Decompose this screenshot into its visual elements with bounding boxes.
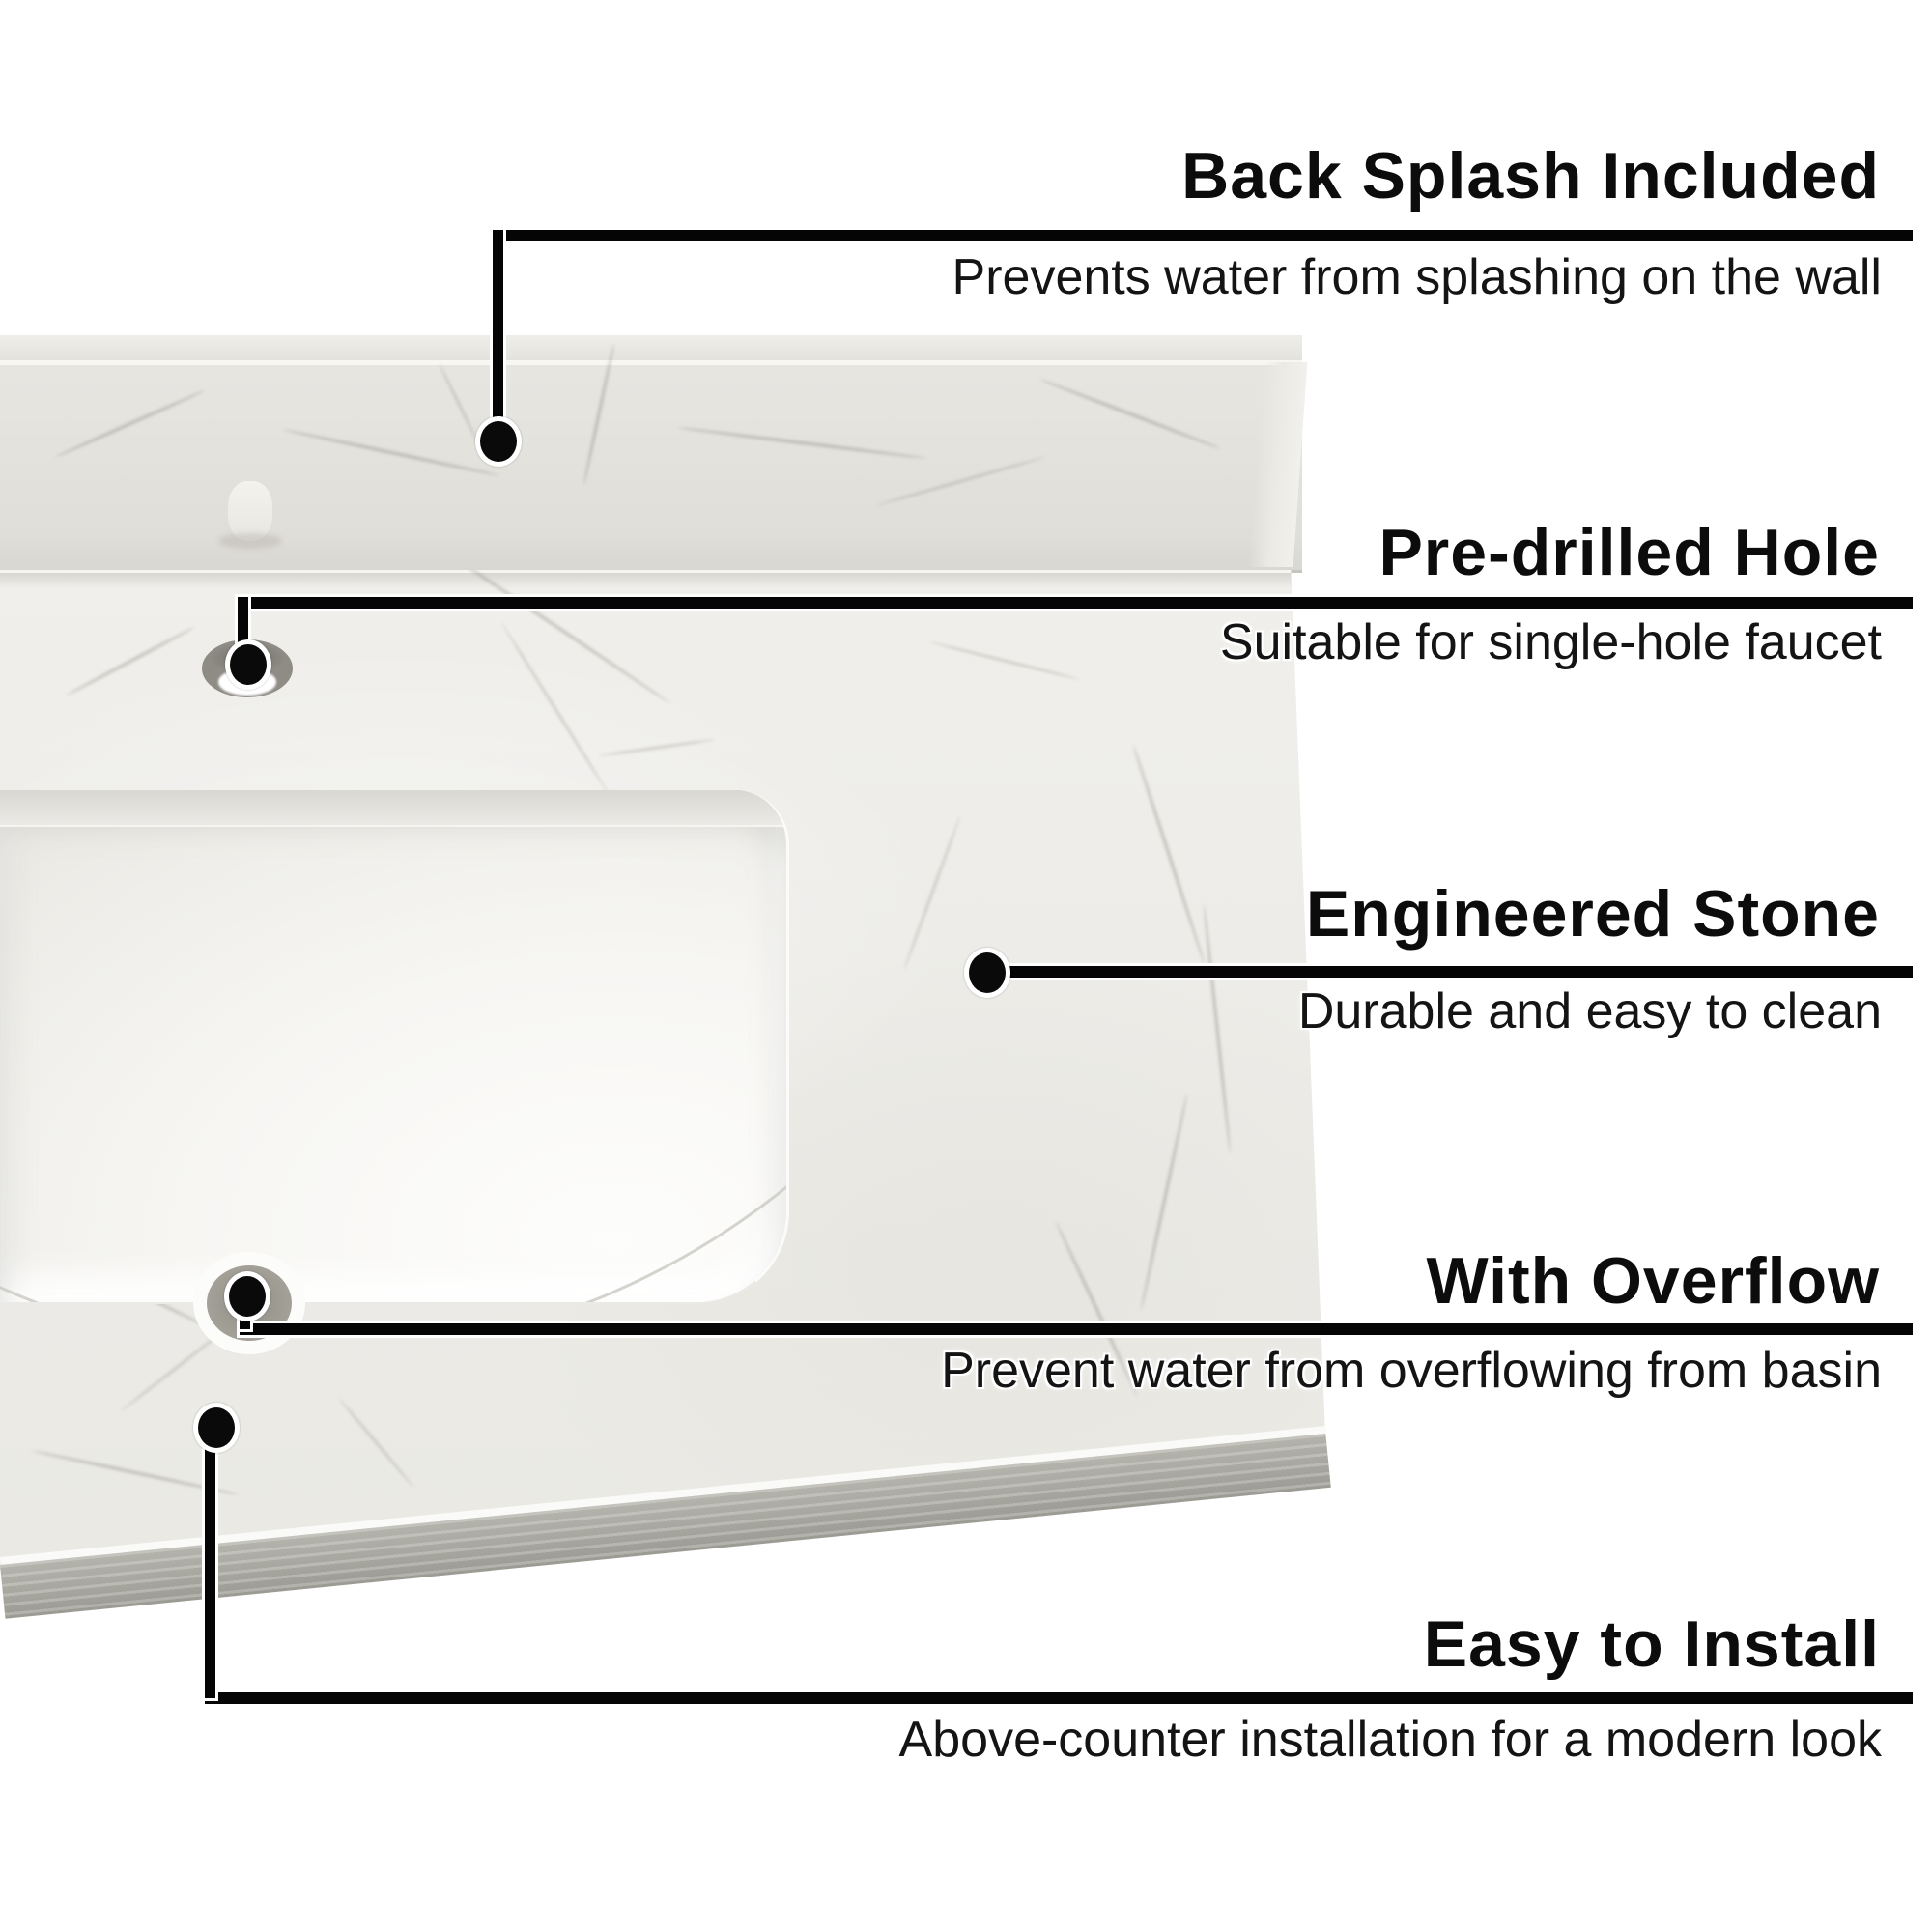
callout-dot-faucet-hole [225, 639, 271, 690]
basin-stone-bevel [0, 790, 786, 827]
callout-description: Durable and easy to clean [1297, 983, 1882, 1039]
callout-title: Engineered Stone [1305, 877, 1880, 951]
callout-dot-backsplash [475, 416, 522, 467]
callout-leader-vertical [493, 230, 503, 423]
callout-leader-vertical [205, 1445, 215, 1698]
callout-title: Pre-drilled Hole [1378, 516, 1880, 589]
backsplash-slab [0, 335, 1308, 573]
sink-basin [0, 790, 789, 1304]
callout-leader-line [205, 1692, 1913, 1704]
backsplash-end-cap [1248, 362, 1308, 567]
backsplash-edge-highlight [0, 360, 1302, 365]
callout-leader-vertical [238, 597, 248, 647]
callout-description: Above-counter installation for a modern … [898, 1712, 1882, 1768]
callout-description: Prevent water from overflowing from basi… [941, 1343, 1882, 1399]
backsplash-top-surface [0, 335, 1302, 360]
callout-title: Easy to Install [1423, 1607, 1880, 1681]
callout-leader-line [240, 1323, 1913, 1335]
callout-leader-line [493, 230, 1913, 242]
callout-description: Suitable for single-hole faucet [1219, 614, 1882, 670]
faucet-supply-plug [228, 481, 272, 541]
callout-dot-stone [964, 948, 1010, 998]
callout-leader-line [985, 966, 1913, 978]
callout-dot-install [193, 1403, 240, 1453]
faucet-plug-shadow [218, 533, 282, 549]
callout-title: With Overflow [1426, 1244, 1880, 1318]
callout-description: Prevents water from splashing on the wal… [952, 249, 1882, 305]
backsplash-cast-shadow [0, 573, 1299, 588]
callout-dot-overflow [224, 1271, 270, 1321]
callout-title: Back Splash Included [1181, 139, 1880, 213]
callout-leader-line [238, 597, 1913, 609]
